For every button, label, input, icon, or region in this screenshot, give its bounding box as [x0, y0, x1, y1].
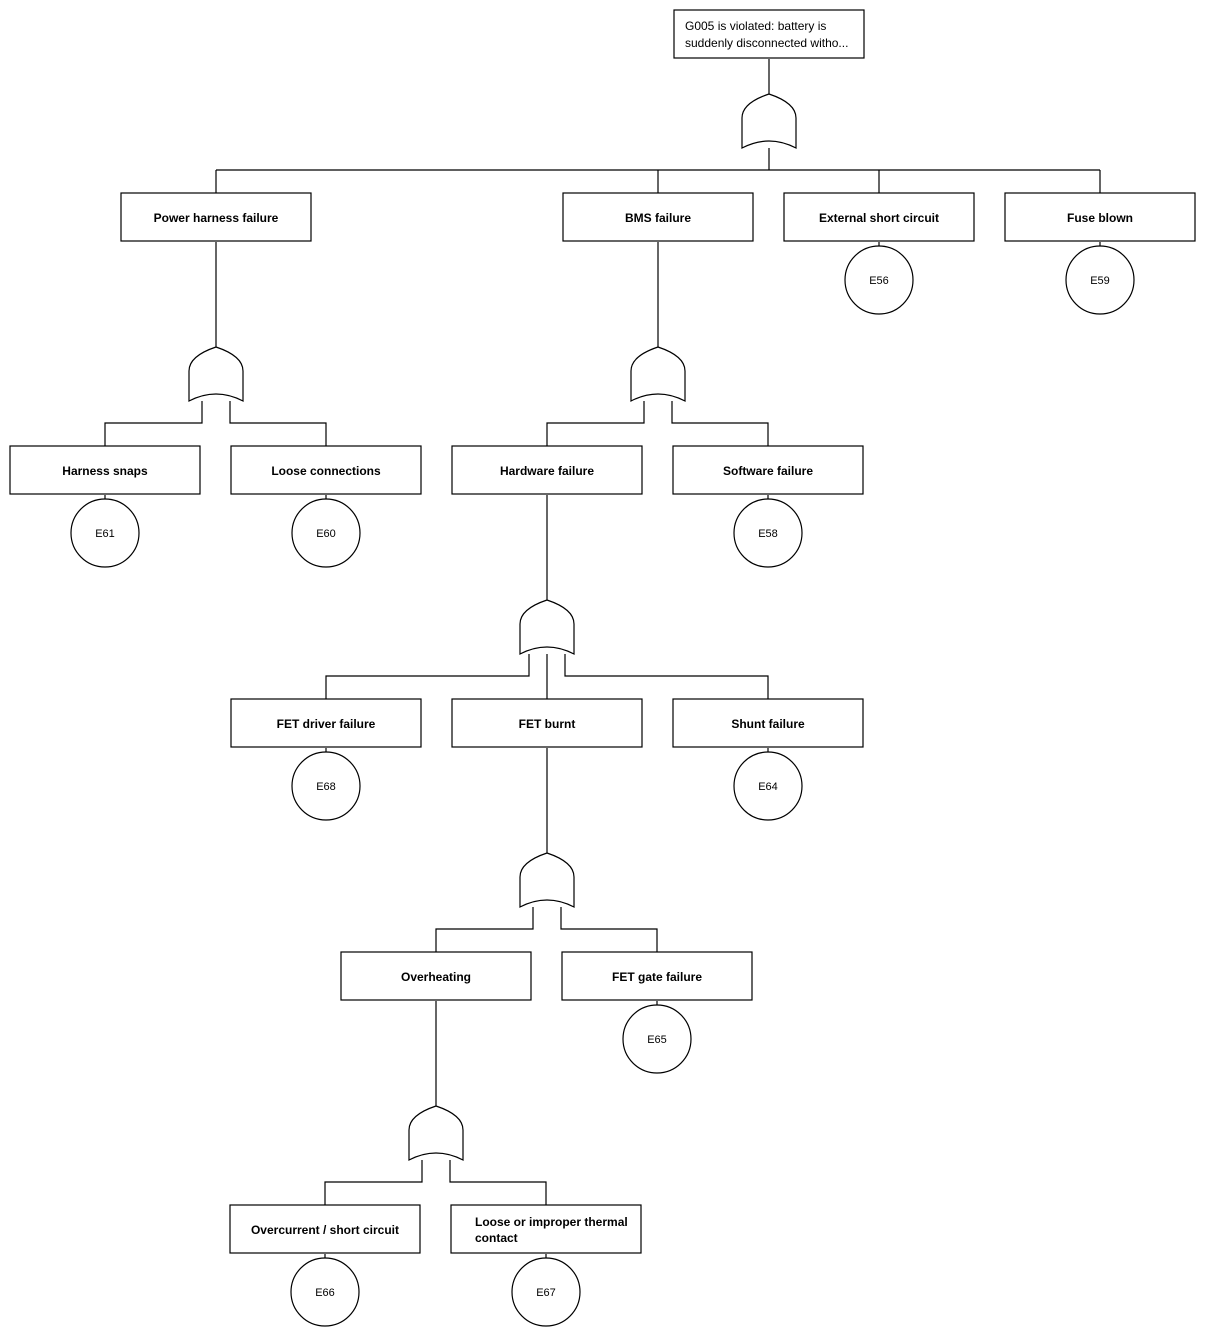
event-label-line-2: contact — [475, 1231, 518, 1245]
or-gate-hardware — [519, 599, 575, 655]
connector-lines — [104, 59, 1101, 1258]
event-label: Software failure — [723, 464, 813, 478]
or-gate-power-harness — [188, 346, 244, 402]
or-gate-top — [741, 93, 797, 149]
event-label: Loose connections — [271, 464, 381, 478]
event-label: BMS failure — [625, 211, 691, 225]
basic-event-e65[interactable]: E65 — [622, 1004, 692, 1074]
basic-event-e68[interactable]: E68 — [291, 751, 361, 821]
or-gate-bms — [630, 346, 686, 402]
basic-event-e60[interactable]: E60 — [291, 498, 361, 568]
event-power-harness-failure[interactable]: Power harness failure — [120, 192, 312, 242]
basic-event-e58[interactable]: E58 — [733, 498, 803, 568]
event-label: Overheating — [401, 970, 471, 984]
event-shunt-failure[interactable]: Shunt failure — [672, 698, 864, 748]
event-label: External short circuit — [819, 211, 939, 225]
basic-event-id: E59 — [1090, 275, 1110, 287]
basic-event-id: E66 — [315, 1287, 335, 1299]
or-gate-fet-burnt — [519, 852, 575, 908]
basic-event-id: E68 — [316, 781, 336, 793]
or-gates — [188, 93, 797, 1161]
event-label: Harness snaps — [62, 464, 148, 478]
event-label: FET gate failure — [612, 970, 702, 984]
basic-event-id: E61 — [95, 528, 115, 540]
basic-event-e61[interactable]: E61 — [70, 498, 140, 568]
basic-event-id: E65 — [647, 1034, 667, 1046]
basic-event-e67[interactable]: E67 — [511, 1257, 581, 1327]
basic-event-id: E67 — [536, 1287, 556, 1299]
event-label: Overcurrent / short circuit — [251, 1223, 399, 1237]
basic-event-e66[interactable]: E66 — [290, 1257, 360, 1327]
event-overheating[interactable]: Overheating — [340, 951, 532, 1001]
event-software-failure[interactable]: Software failure — [672, 445, 864, 495]
top-event[interactable]: G005 is violated: battery is suddenly di… — [673, 9, 865, 59]
basic-event-e56[interactable]: E56 — [844, 245, 914, 315]
event-label: Shunt failure — [731, 717, 805, 731]
event-fuse-blown[interactable]: Fuse blown — [1004, 192, 1196, 242]
top-event-line-1: G005 is violated: battery is — [685, 19, 826, 33]
basic-event-id: E64 — [758, 781, 778, 793]
event-fet-driver-failure[interactable]: FET driver failure — [230, 698, 422, 748]
event-harness-snaps[interactable]: Harness snaps — [9, 445, 201, 495]
event-loose-thermal-contact[interactable]: Loose or improper thermal contact — [450, 1204, 642, 1254]
event-hardware-failure[interactable]: Hardware failure — [451, 445, 643, 495]
event-label: FET driver failure — [277, 717, 376, 731]
top-event-line-2: suddenly disconnected witho... — [685, 36, 848, 50]
event-label: Hardware failure — [500, 464, 594, 478]
event-overcurrent-short-circuit[interactable]: Overcurrent / short circuit — [229, 1204, 421, 1254]
event-fet-gate-failure[interactable]: FET gate failure — [561, 951, 753, 1001]
event-fet-burnt[interactable]: FET burnt — [451, 698, 643, 748]
or-gate-overheating — [408, 1105, 464, 1161]
basic-event-id: E56 — [869, 275, 889, 287]
event-label: FET burnt — [519, 717, 576, 731]
basic-event-id: E58 — [758, 528, 778, 540]
event-external-short-circuit[interactable]: External short circuit — [783, 192, 975, 242]
event-label: Power harness failure — [154, 211, 279, 225]
basic-events: E56 E59 E61 E60 E58 E68 E64 E65 — [70, 245, 1135, 1327]
event-label: Fuse blown — [1067, 211, 1133, 225]
event-label-line-1: Loose or improper thermal — [475, 1215, 628, 1229]
event-loose-connections[interactable]: Loose connections — [230, 445, 422, 495]
event-bms-failure[interactable]: BMS failure — [562, 192, 754, 242]
basic-event-e59[interactable]: E59 — [1065, 245, 1135, 315]
basic-event-e64[interactable]: E64 — [733, 751, 803, 821]
basic-event-id: E60 — [316, 528, 336, 540]
